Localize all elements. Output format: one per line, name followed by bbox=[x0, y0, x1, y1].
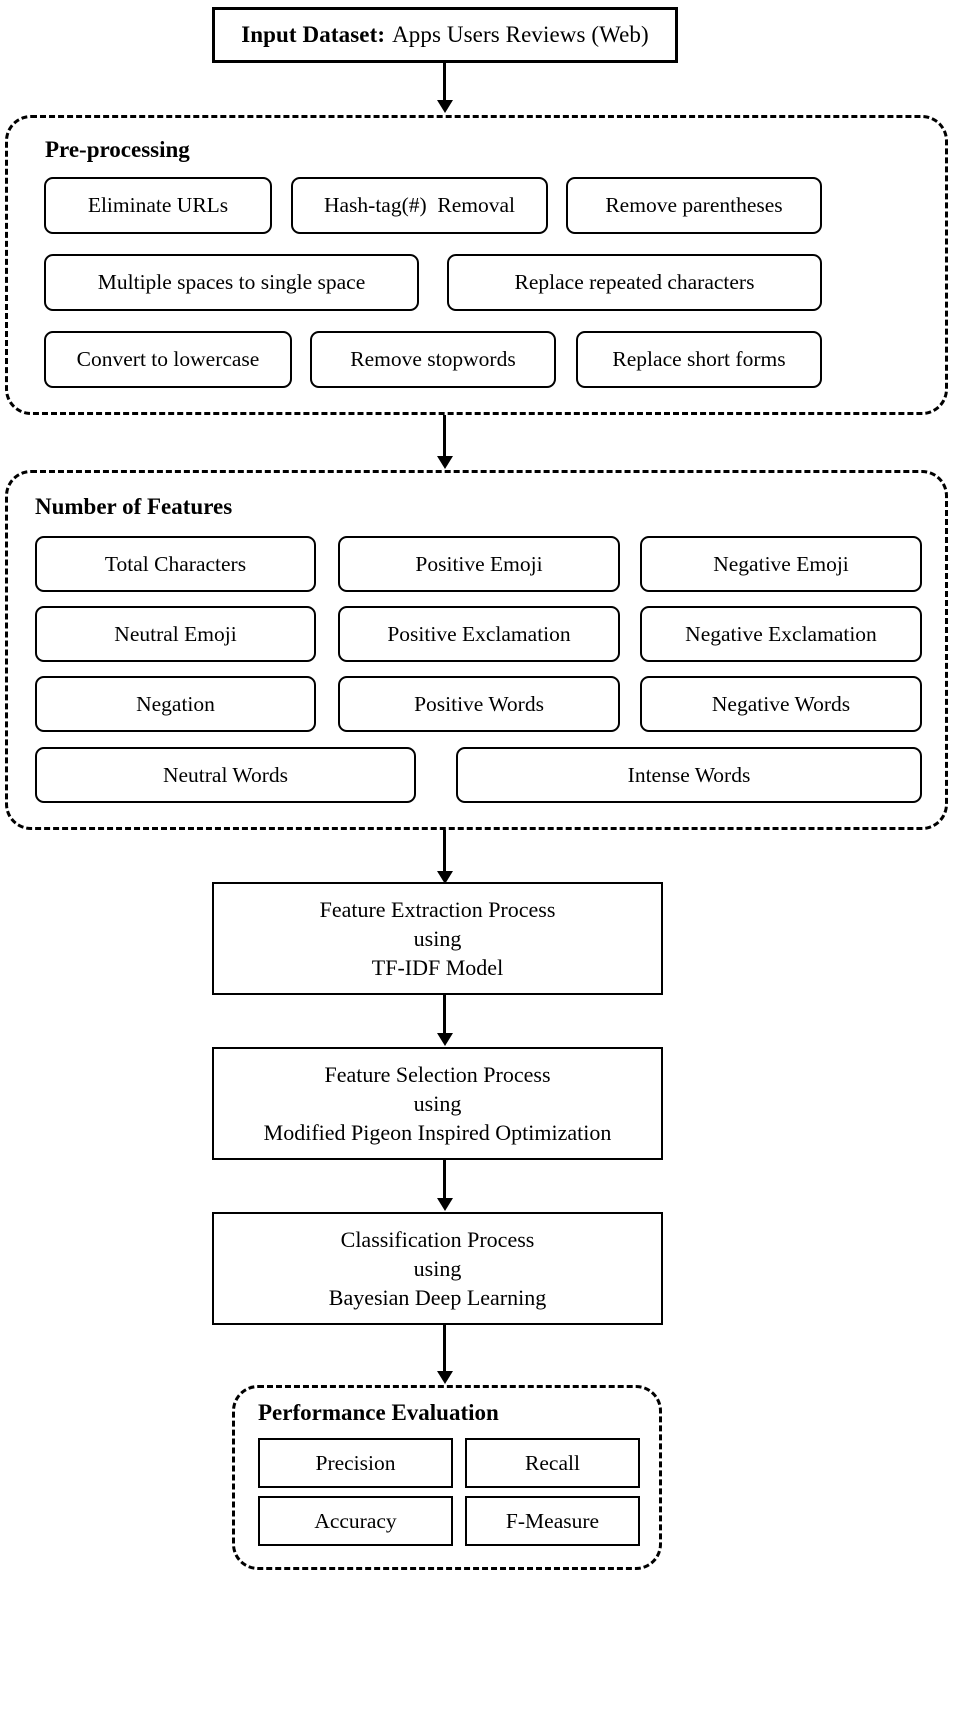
input-dataset-box: Input Dataset:Apps Users Reviews (Web) bbox=[212, 7, 678, 63]
preprocessing-item[interactable]: Replace repeated characters bbox=[447, 254, 822, 311]
metric-box[interactable]: Accuracy bbox=[258, 1496, 453, 1546]
preprocessing-item[interactable]: Hash-tag(#) Removal bbox=[291, 177, 548, 234]
metric-box[interactable]: Recall bbox=[465, 1438, 640, 1488]
process-line-2: using bbox=[413, 925, 462, 951]
performance-evaluation-title: Performance Evaluation bbox=[258, 1400, 499, 1425]
feature-item[interactable]: Positive Words bbox=[338, 676, 620, 732]
process-line-3: Modified Pigeon Inspired Optimization bbox=[263, 1120, 612, 1146]
feature-selection-process-box: Feature Selection Process using Modified… bbox=[212, 1047, 663, 1160]
feature-item[interactable]: Total Characters bbox=[35, 536, 316, 592]
metric-box[interactable]: F-Measure bbox=[465, 1496, 640, 1546]
feature-item[interactable]: Negative Emoji bbox=[640, 536, 922, 592]
preprocessing-item[interactable]: Multiple spaces to single space bbox=[44, 254, 419, 311]
feature-item[interactable]: Positive Exclamation bbox=[338, 606, 620, 662]
input-dataset-label: Input Dataset: bbox=[241, 22, 386, 47]
process-line-3: Bayesian Deep Learning bbox=[328, 1285, 547, 1311]
process-line-1: Classification Process bbox=[340, 1226, 535, 1252]
classification-process-box: Classification Process using Bayesian De… bbox=[212, 1212, 663, 1325]
feature-item[interactable]: Negative Exclamation bbox=[640, 606, 922, 662]
feature-item[interactable]: Negation bbox=[35, 676, 316, 732]
preprocessing-item[interactable]: Replace short forms bbox=[576, 331, 822, 388]
process-line-3: TF-IDF Model bbox=[371, 955, 504, 981]
preprocessing-item[interactable]: Eliminate URLs bbox=[44, 177, 272, 234]
preprocessing-item[interactable]: Remove parentheses bbox=[566, 177, 822, 234]
features-title: Number of Features bbox=[35, 494, 233, 519]
feature-item[interactable]: Negative Words bbox=[640, 676, 922, 732]
feature-item[interactable]: Positive Emoji bbox=[338, 536, 620, 592]
preprocessing-item[interactable]: Convert to lowercase bbox=[44, 331, 292, 388]
input-dataset-value: Apps Users Reviews (Web) bbox=[392, 22, 649, 47]
preprocessing-title: Pre-processing bbox=[45, 137, 190, 162]
feature-item[interactable]: Intense Words bbox=[456, 747, 922, 803]
feature-item[interactable]: Neutral Emoji bbox=[35, 606, 316, 662]
process-line-1: Feature Selection Process bbox=[324, 1061, 551, 1087]
process-line-2: using bbox=[413, 1090, 462, 1116]
feature-item[interactable]: Neutral Words bbox=[35, 747, 416, 803]
feature-extraction-process-box: Feature Extraction Process using TF-IDF … bbox=[212, 882, 663, 995]
process-line-1: Feature Extraction Process bbox=[319, 896, 556, 922]
process-line-2: using bbox=[413, 1255, 462, 1281]
metric-box[interactable]: Precision bbox=[258, 1438, 453, 1488]
preprocessing-item[interactable]: Remove stopwords bbox=[310, 331, 556, 388]
